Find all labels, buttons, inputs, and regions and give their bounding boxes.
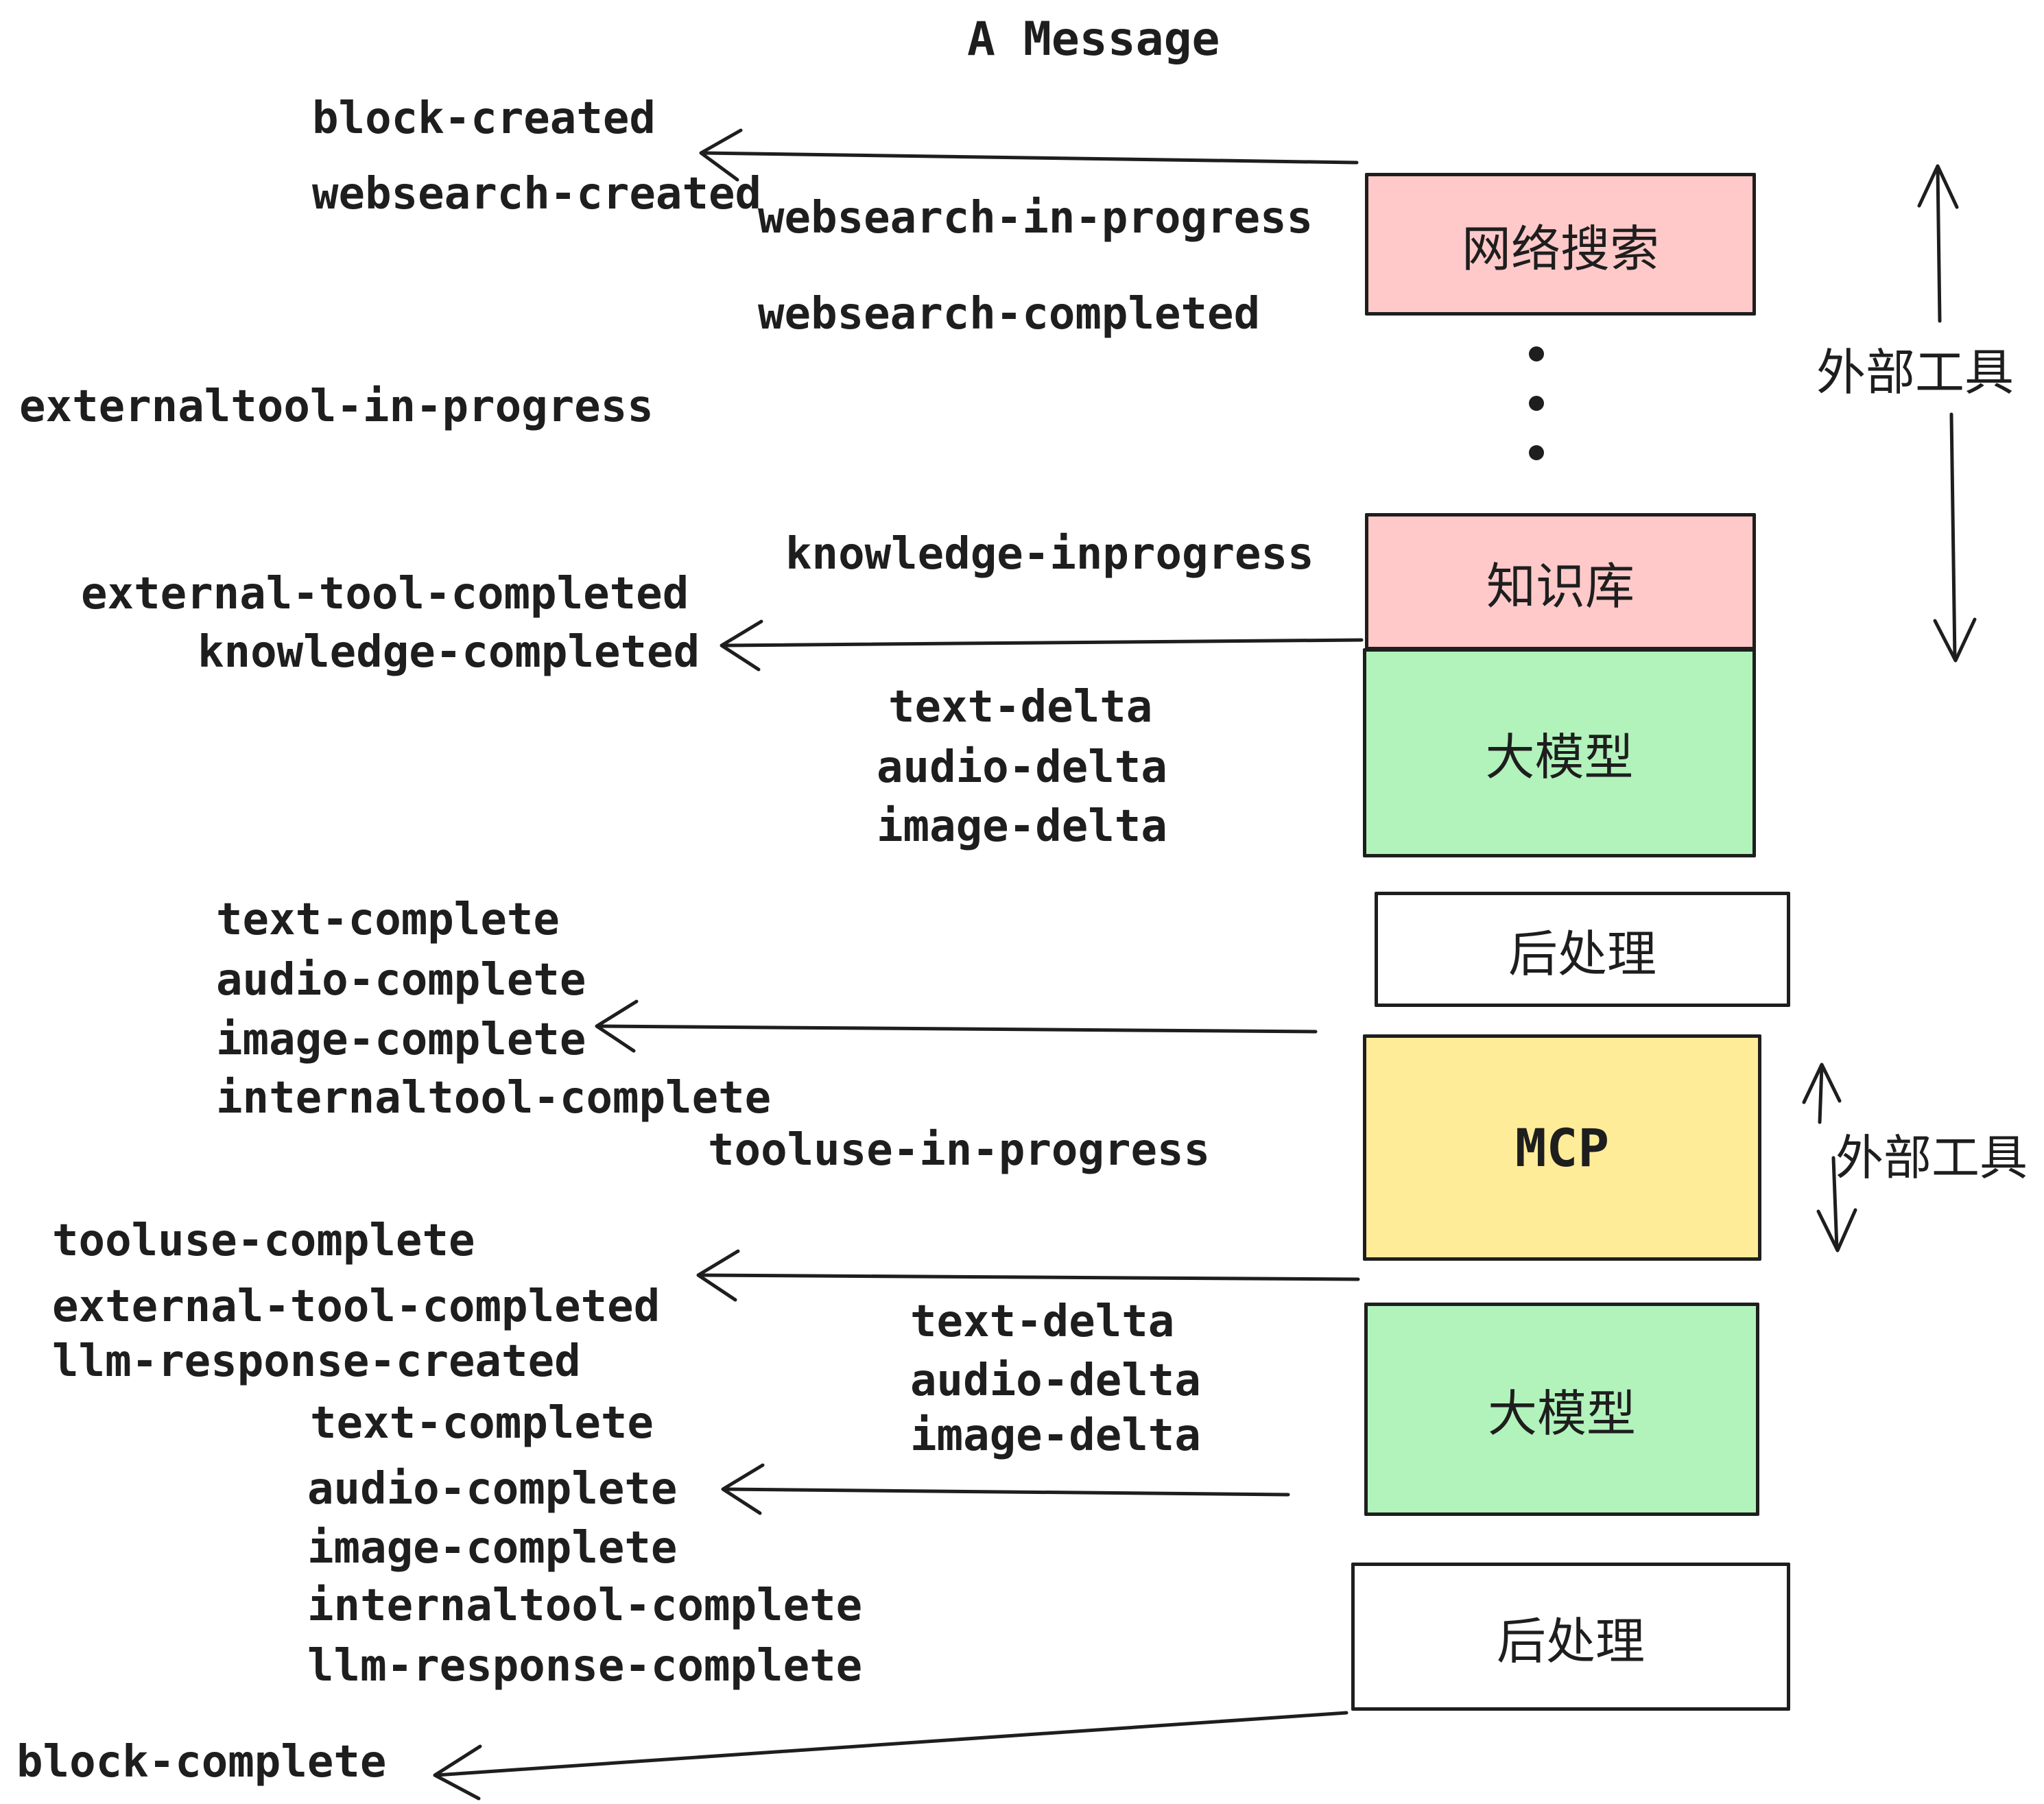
event-image-complete-1: image-complete	[216, 1014, 586, 1065]
event-externaltool-in-progress: externaltool-in-progress	[19, 381, 654, 432]
event-websearch-in-progress: websearch-in-progress	[758, 193, 1314, 244]
event-image-delta-2: image-delta	[910, 1410, 1201, 1461]
llm-box-1: 大模型	[1363, 648, 1756, 857]
llm-box-2-label: 大模型	[1487, 1385, 1636, 1443]
event-image-complete-2: image-complete	[307, 1523, 678, 1574]
event-llm-response-complete: llm-response-complete	[307, 1641, 863, 1692]
event-block-created: block-created	[312, 93, 656, 144]
event-internaltool-complete-2: internaltool-complete	[307, 1580, 863, 1631]
event-text-delta-2: text-delta	[910, 1296, 1175, 1347]
external-tools-label-mid: 外部工具	[1835, 1130, 2028, 1186]
arrow-post2-to-block-complete-icon	[433, 1711, 1348, 1801]
arrow-mcp-to-tooluse-complete-icon	[696, 1249, 1360, 1302]
event-external-tool-completed-2: external-tool-completed	[52, 1281, 661, 1332]
postprocess-box-1: 后处理	[1375, 892, 1790, 1007]
arrow-websearch-to-block-created-icon	[699, 128, 1359, 182]
llm-box-1-label: 大模型	[1485, 728, 1634, 786]
event-internaltool-complete-1: internaltool-complete	[216, 1073, 772, 1124]
event-knowledge-inprogress: knowledge-inprogress	[785, 529, 1314, 580]
postprocess-box-2: 后处理	[1351, 1563, 1790, 1711]
external-tools-top-up-arrow-icon	[1917, 164, 1959, 323]
event-external-tool-completed-1: external-tool-completed	[81, 569, 689, 619]
websearch-box: 网络搜索	[1365, 173, 1756, 316]
ellipsis-dots-icon	[1529, 346, 1544, 460]
event-block-complete: block-complete	[16, 1737, 387, 1788]
event-image-delta-1: image-delta	[877, 801, 1167, 852]
llm-box-2: 大模型	[1364, 1303, 1759, 1516]
knowledge-base-box: 知识库	[1365, 513, 1756, 650]
page-title: A Message	[967, 12, 1220, 67]
external-tools-label-top: 外部工具	[1816, 344, 2015, 401]
websearch-box-label: 网络搜索	[1461, 219, 1659, 278]
event-audio-complete-2: audio-complete	[307, 1464, 678, 1515]
event-tooluse-in-progress: tooluse-in-progress	[708, 1125, 1211, 1176]
event-text-complete-1: text-complete	[216, 894, 560, 945]
external-tools-top-down-arrow-icon	[1933, 412, 1977, 663]
postprocess-box-2-label: 后处理	[1496, 1612, 1645, 1670]
event-tooluse-complete: tooluse-complete	[52, 1215, 475, 1266]
event-websearch-completed: websearch-completed	[758, 289, 1261, 340]
external-tools-mid-up-arrow-icon	[1802, 1063, 1842, 1124]
postprocess-box-1-label: 后处理	[1508, 925, 1656, 983]
event-text-delta-1: text-delta	[888, 682, 1153, 733]
event-llm-response-created: llm-response-created	[52, 1336, 581, 1387]
arrow-llm2-to-audio-complete-icon	[721, 1463, 1290, 1515]
knowledge-base-box-label: 知识库	[1486, 557, 1635, 615]
arrow-mcp-to-image-complete-icon	[595, 999, 1318, 1053]
event-text-complete-2: text-complete	[310, 1398, 654, 1449]
event-audio-complete-1: audio-complete	[216, 955, 586, 1006]
event-knowledge-completed: knowledge-completed	[198, 627, 700, 678]
mcp-box-label: MCP	[1514, 1117, 1610, 1178]
arrow-llm1-to-knowledge-completed-icon	[720, 619, 1364, 672]
event-audio-delta-2: audio-delta	[910, 1355, 1201, 1406]
event-audio-delta-1: audio-delta	[877, 742, 1167, 793]
mcp-box: MCP	[1363, 1034, 1761, 1261]
event-websearch-created: websearch-created	[312, 169, 762, 219]
